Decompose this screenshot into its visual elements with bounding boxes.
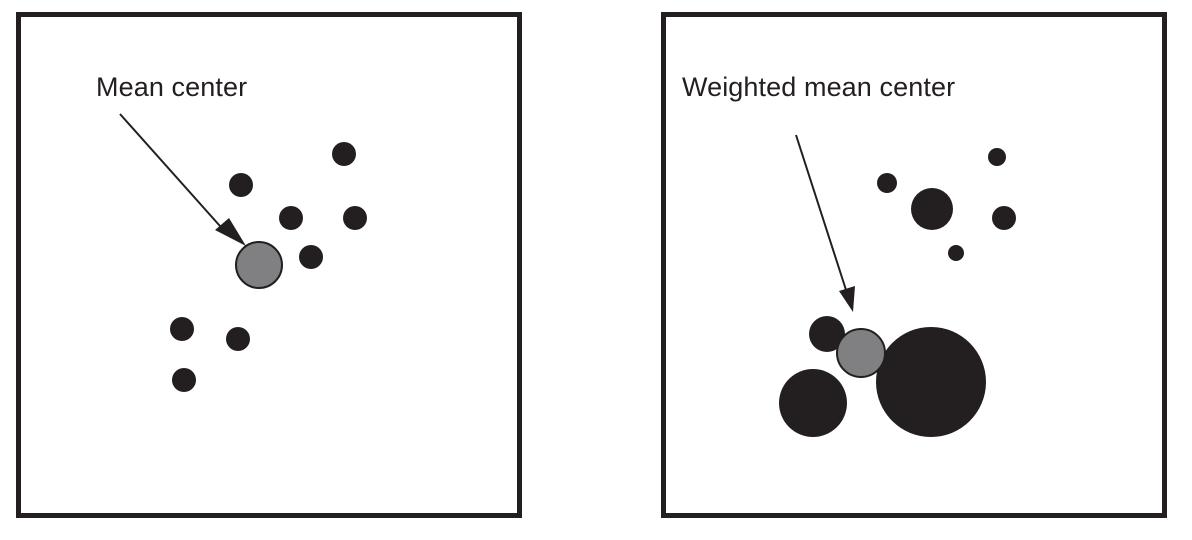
weighted-mean-center-marker: [836, 328, 886, 378]
arrow-line: [795, 134, 848, 294]
weighted-point: [911, 188, 953, 230]
weighted-point: [992, 206, 1016, 230]
arrowhead: [839, 286, 855, 312]
weighted-point: [779, 369, 847, 437]
data-point: [229, 173, 253, 197]
weighted-point: [988, 148, 1006, 166]
data-point: [279, 206, 303, 230]
arrowhead: [215, 218, 246, 246]
data-point: [170, 317, 194, 341]
mean-center-panel: Mean center: [16, 12, 522, 518]
weighted-point: [876, 327, 986, 437]
weighted-point: [877, 173, 897, 193]
mean-center-label: Mean center: [96, 72, 248, 102]
data-point: [226, 327, 250, 351]
weighted-point: [948, 245, 964, 261]
weighted-point: [809, 316, 845, 352]
mean-center-marker: [235, 241, 283, 289]
weighted-mean-center-label: Weighted mean center: [682, 72, 956, 102]
data-point: [332, 142, 356, 166]
weighted-mean-center-panel: Weighted mean center: [661, 12, 1167, 518]
data-point: [343, 206, 367, 230]
mean-center-plot: [119, 113, 367, 392]
data-point: [172, 368, 196, 392]
data-point: [299, 245, 323, 269]
arrow-line: [119, 113, 229, 236]
weighted-mean-center-plot: [779, 134, 1016, 437]
